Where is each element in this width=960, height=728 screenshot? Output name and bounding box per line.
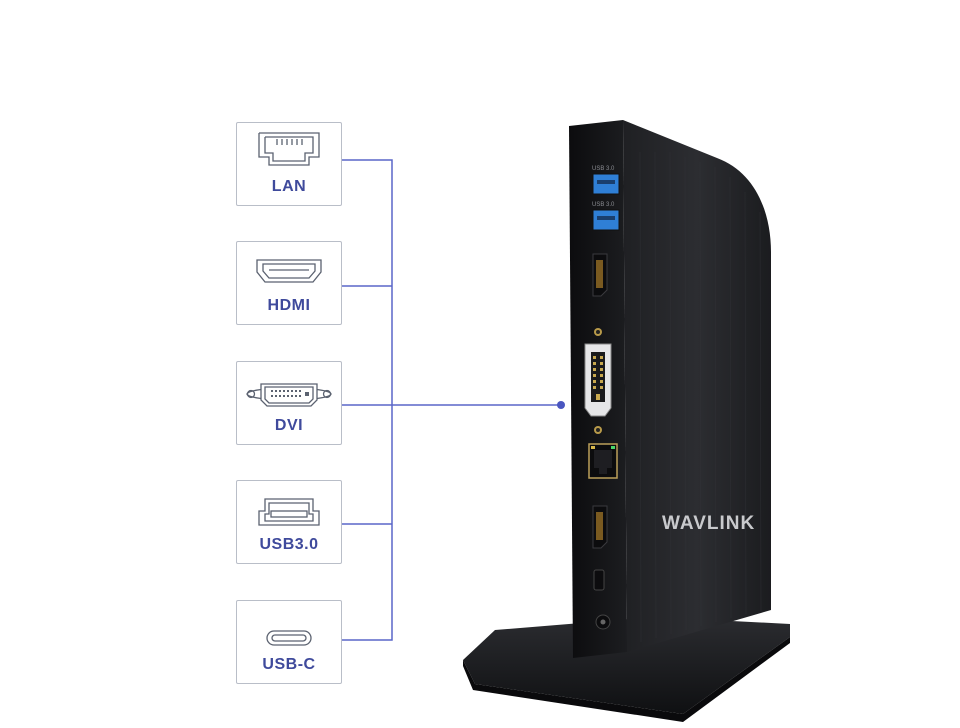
port-card-usb3: USB3.0: [236, 480, 342, 564]
port-card-lan: LAN: [236, 122, 342, 206]
port-label-dvi: DVI: [274, 417, 304, 434]
power-switch: [593, 569, 605, 591]
port-label-lan: LAN: [271, 178, 307, 195]
device-brand: WAVLINK: [662, 513, 755, 534]
port-card-usbc: USB-C: [236, 600, 342, 684]
connector-dot: [557, 401, 565, 409]
device-base: [463, 617, 790, 714]
lan-port-icon: [258, 132, 320, 166]
port-card-dvi: DVI: [236, 361, 342, 445]
usb-a-port-icon: [258, 498, 320, 526]
connector-line-lan: [342, 159, 393, 405]
dvi-port-icon: [246, 383, 332, 407]
usb-c-port-icon: [266, 630, 312, 646]
port-card-hdmi: HDMI: [236, 241, 342, 325]
hdmi-port-icon: [256, 259, 322, 283]
connector-line-usbc: [342, 405, 393, 641]
usb-port-label-2: USB 3.0: [592, 202, 615, 208]
device-body: [623, 120, 771, 652]
port-label-usbc: USB-C: [262, 656, 316, 673]
port-label-usb3: USB3.0: [259, 536, 319, 553]
port-label-hdmi: HDMI: [267, 297, 311, 314]
docking-station: WAVLINK USB 3.0 USB 3.0: [463, 120, 790, 722]
usb-port-label-1: USB 3.0: [592, 166, 615, 172]
